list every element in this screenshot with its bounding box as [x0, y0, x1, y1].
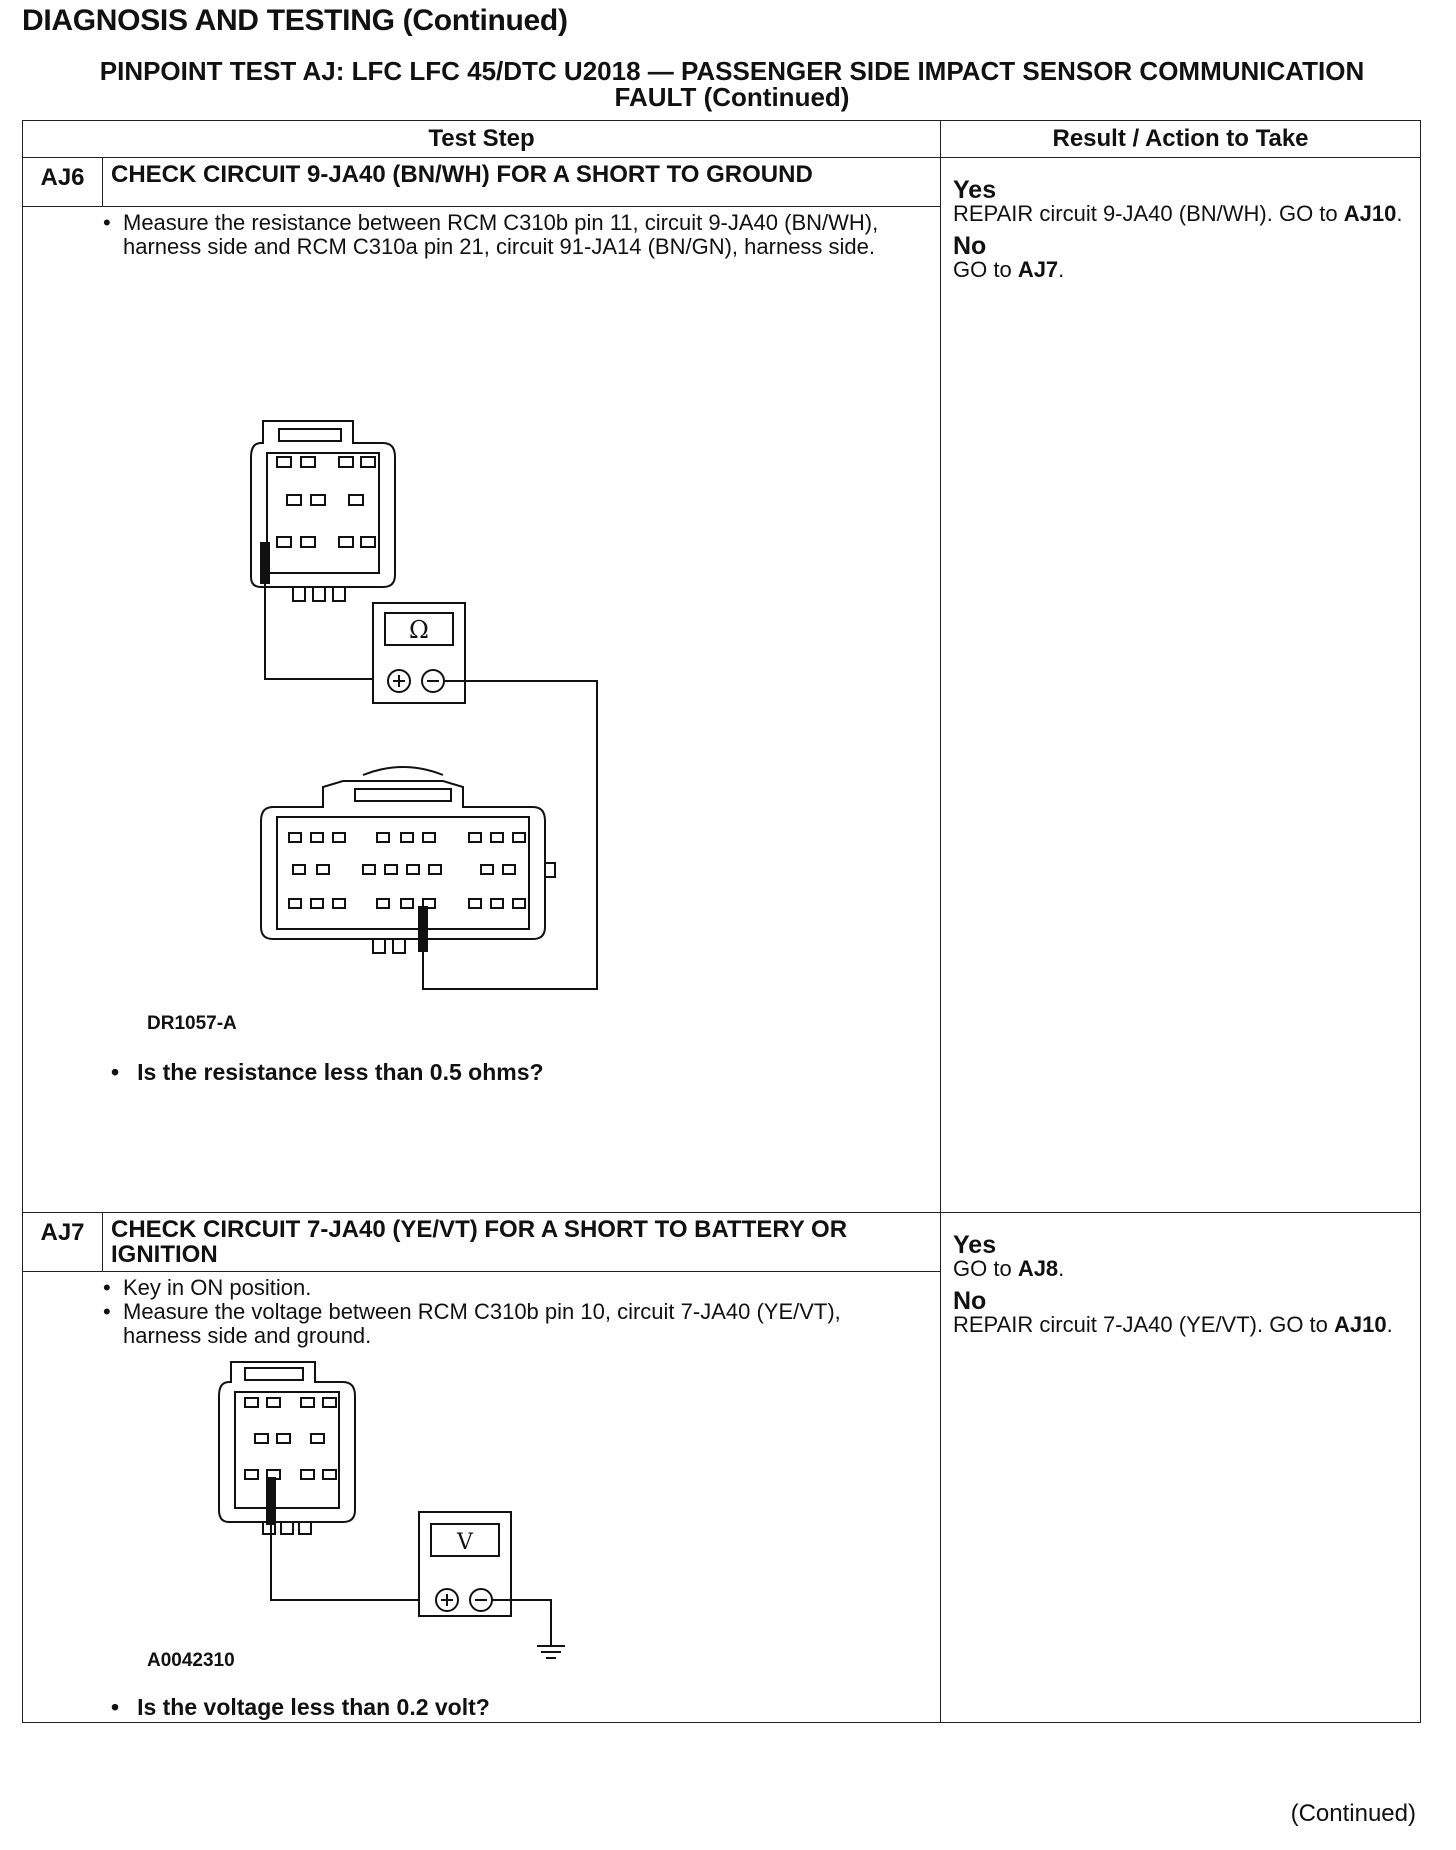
pinpoint-test-title-line2: FAULT (Continued) — [614, 82, 850, 112]
result-no-action: GO to AJ7. — [953, 257, 1065, 282]
page-title: DIAGNOSIS AND TESTING (Continued) — [22, 4, 568, 37]
result-no-label: No — [953, 232, 987, 260]
pinpoint-test-title-line1: PINPOINT TEST AJ: LFC LFC 45/DTC U2018 —… — [99, 56, 1365, 86]
continued-note: (Continued) — [1290, 1800, 1416, 1827]
voltmeter-diagram: V — [418, 1511, 512, 1617]
step-question: Is the resistance less than 0.5 ohms? — [111, 1059, 544, 1086]
goto-link: AJ10 — [1334, 1312, 1387, 1337]
voltage-measurement-diagram: V — [218, 1361, 565, 1659]
result-cell-aj6: Yes REPAIR circuit 9-JA40 (BN/WH). GO to… — [940, 157, 1421, 1213]
step-body-aj6: Measure the resistance between RCM C310b… — [22, 206, 941, 1213]
header-test-step: Test Step — [22, 120, 941, 158]
connector-c310a-diagram — [260, 766, 556, 954]
result-no-action: REPAIR circuit 7-JA40 (YE/VT). GO to AJ1… — [953, 1312, 1393, 1337]
instruction-item: Measure the resistance between RCM C310b… — [23, 211, 900, 259]
step-instructions: Measure the resistance between RCM C310b… — [23, 207, 940, 259]
header-result-action: Result / Action to Take — [940, 120, 1421, 158]
instruction-item: Measure the voltage between RCM C310b pi… — [23, 1300, 900, 1348]
goto-link: AJ8 — [1017, 1256, 1059, 1281]
step-title-aj6: CHECK CIRCUIT 9-JA40 (BN/WH) FOR A SHORT… — [102, 157, 941, 207]
step-question: Is the voltage less than 0.2 volt? — [111, 1694, 490, 1721]
ground-symbol — [537, 1645, 565, 1659]
instruction-item: Key in ON position. — [23, 1276, 900, 1301]
figure-id: A0042310 — [147, 1650, 235, 1671]
goto-link: AJ10 — [1343, 201, 1397, 226]
result-cell-aj7: Yes GO to AJ8. No REPAIR circuit 7-JA40 … — [940, 1212, 1421, 1723]
ohm-symbol: Ω — [409, 616, 429, 644]
step-id-aj6: AJ6 — [22, 157, 103, 207]
step-id-aj7: AJ7 — [22, 1212, 103, 1272]
pinpoint-test-title: PINPOINT TEST AJ: LFC LFC 45/DTC U2018 —… — [22, 58, 1442, 110]
resistance-measurement-diagram: Ω — [250, 420, 598, 990]
result-yes-action: GO to AJ8. — [953, 1256, 1065, 1281]
result-yes-label: Yes — [953, 1231, 997, 1259]
result-yes-action: REPAIR circuit 9-JA40 (BN/WH). GO to AJ1… — [953, 201, 1403, 226]
result-no-label: No — [953, 1287, 987, 1315]
volt-symbol: V — [456, 1530, 474, 1555]
connector-c310b-diagram — [250, 420, 396, 602]
step-body-aj7: Key in ON position. Measure the voltage … — [22, 1271, 941, 1723]
ohmmeter-diagram: Ω — [372, 602, 466, 704]
pinpoint-test-table: Test Step Result / Action to Take AJ6 CH… — [22, 120, 1421, 1723]
result-yes-label: Yes — [953, 176, 997, 204]
figure-id: DR1057-A — [147, 1013, 237, 1034]
step-title-aj7: CHECK CIRCUIT 7-JA40 (YE/VT) FOR A SHORT… — [102, 1212, 941, 1272]
connector-c310b-diagram — [218, 1361, 356, 1535]
step-instructions: Key in ON position. Measure the voltage … — [23, 1272, 940, 1348]
goto-link: AJ7 — [1017, 257, 1059, 282]
